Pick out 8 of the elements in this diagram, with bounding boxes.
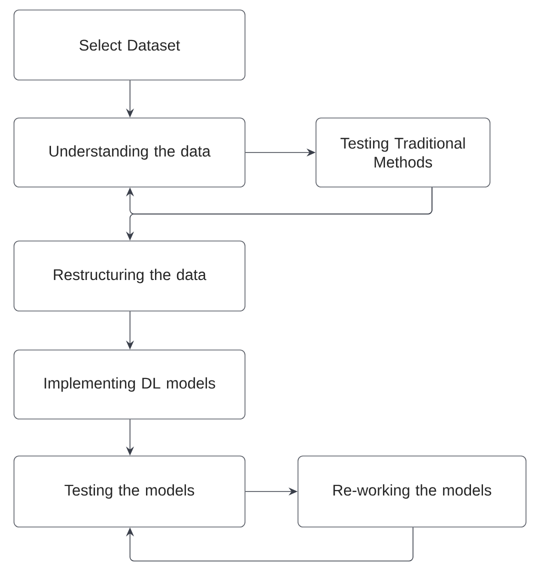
process-box: Understanding the data <box>14 118 246 188</box>
process-box: Testing the models <box>14 456 246 528</box>
process-box: Re-working the models <box>298 456 526 528</box>
process-box: Implementing DL models <box>14 350 246 420</box>
process-box: Select Dataset <box>14 10 246 80</box>
process-box: Restructuring the data <box>14 240 246 312</box>
arrow <box>126 527 414 562</box>
process-box: Testing Traditional Methods <box>316 118 490 188</box>
